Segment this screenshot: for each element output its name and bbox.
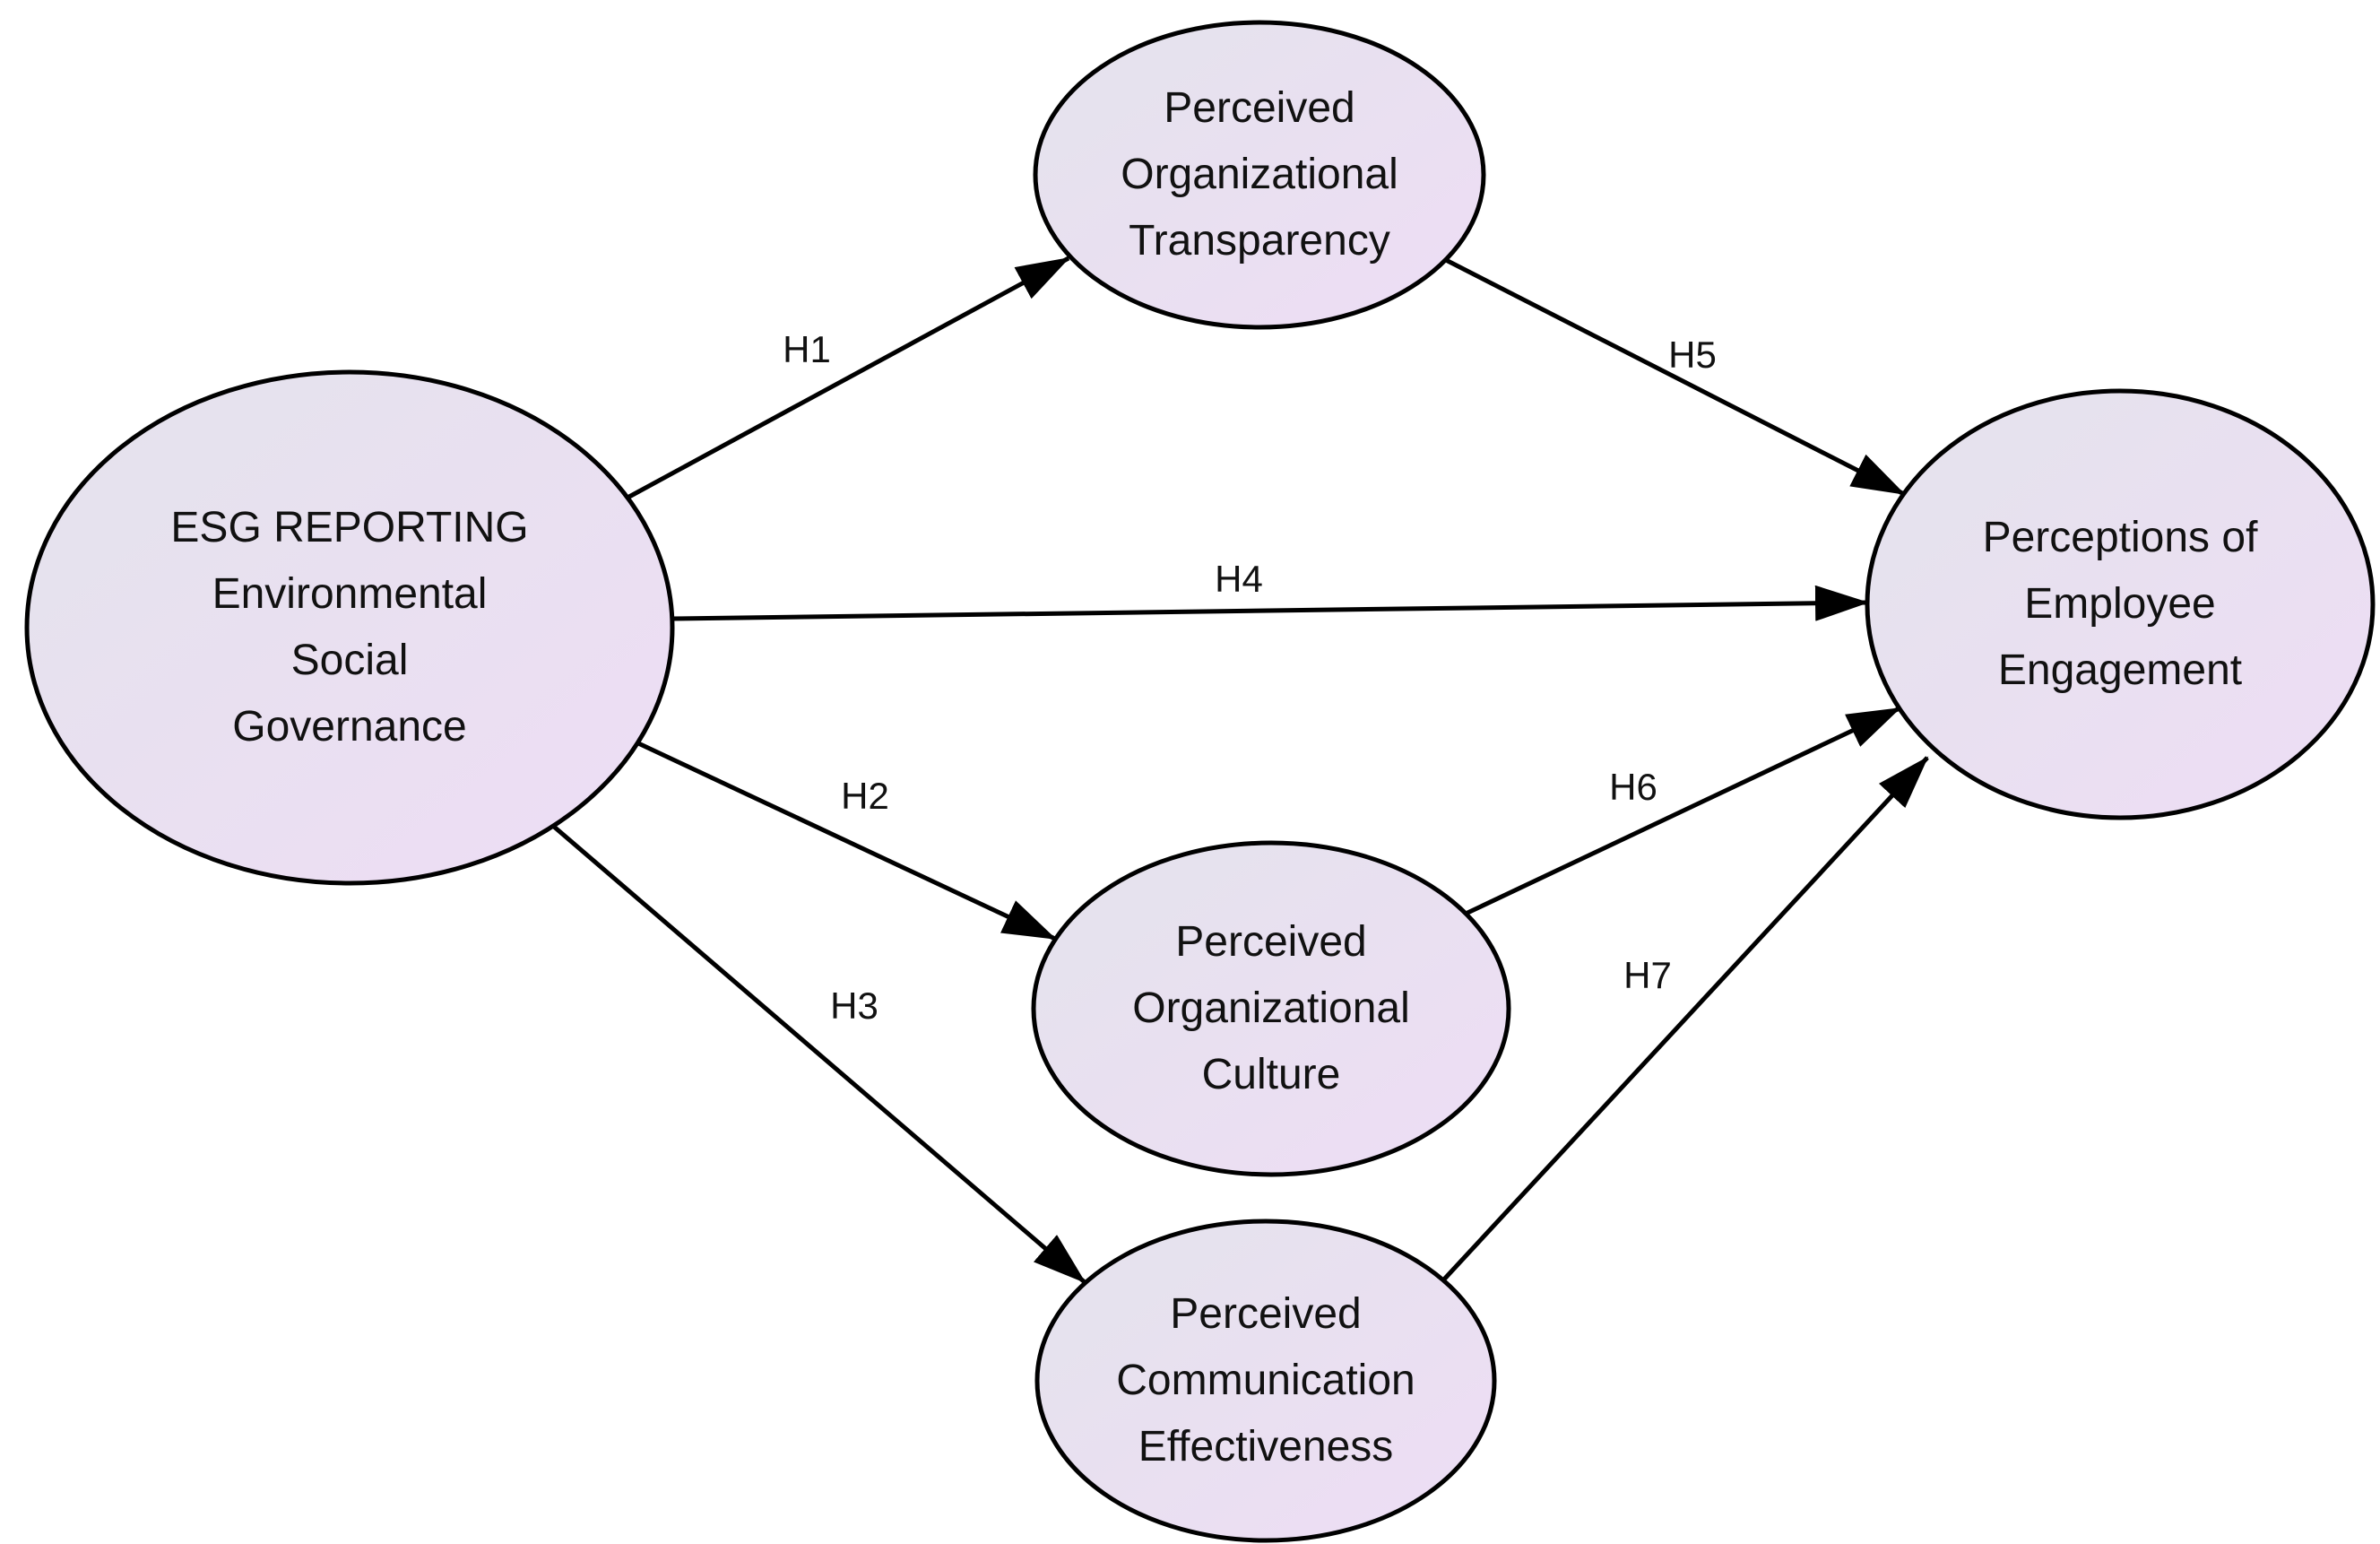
edge-h7-arrow: [1440, 756, 1929, 1284]
node-communication-shape: [1034, 1219, 1497, 1543]
edge-h5-arrow: [1444, 257, 1906, 497]
node-transparency-shape: [1033, 20, 1486, 330]
edge-h3-arrow: [552, 825, 1086, 1284]
edge-h4-arrow: [671, 585, 1869, 621]
edge-h2-arrow: [635, 740, 1057, 941]
node-esg-shape: [24, 369, 675, 886]
node-engagement-shape: [1865, 388, 2376, 820]
edge-h1-arrow: [626, 256, 1070, 500]
node-culture-shape: [1031, 840, 1511, 1177]
edge-h6-arrow: [1464, 706, 1901, 916]
